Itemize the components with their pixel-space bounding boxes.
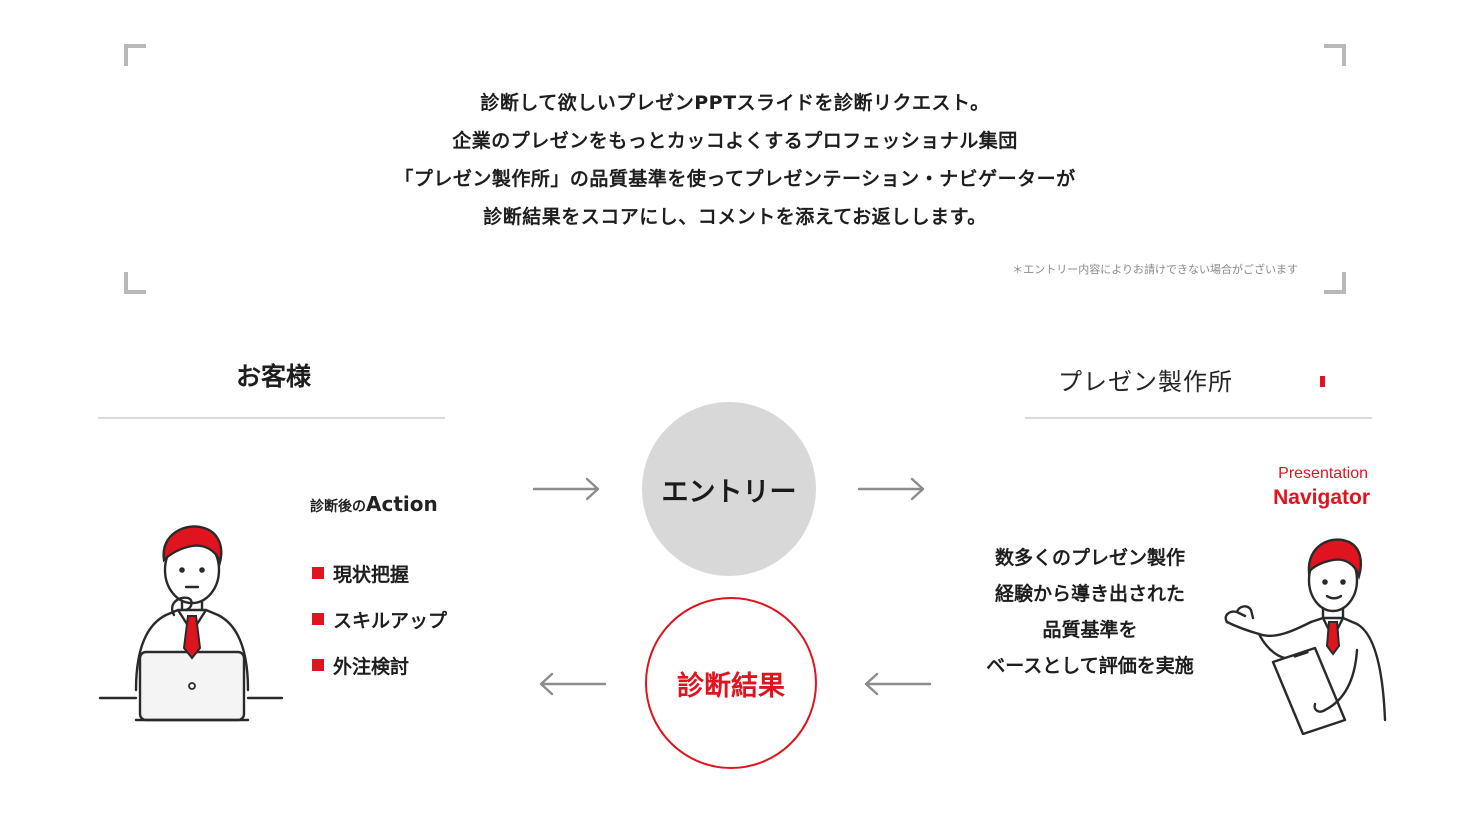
- logo-accent-mark: [1320, 376, 1325, 387]
- red-square-bullet: [312, 567, 324, 579]
- result-label: 診断結果: [677, 670, 785, 702]
- description-line: 品質基準を: [1042, 619, 1138, 641]
- red-square-bullet: [312, 613, 324, 625]
- customer-title: お客様: [236, 362, 312, 391]
- customer-with-laptop-illustration: [98, 525, 284, 722]
- list-item: 外注検討: [312, 642, 447, 688]
- description-line: 経験から導き出された: [994, 583, 1185, 605]
- intro-line: 診断して欲しいプレゼンPPTスライドを診断リクエスト。: [480, 92, 990, 114]
- arrow-right-icon: [532, 477, 600, 501]
- entry-label: エントリー: [661, 476, 797, 508]
- arrow-right-icon: [857, 477, 925, 501]
- description-line: ベースとして評価を実施: [986, 655, 1194, 677]
- intro-line: 診断結果をスコアにし、コメントを添えてお返しします。: [483, 206, 987, 228]
- description-line: 数多くのプレゼン製作: [994, 547, 1185, 569]
- intro-line: 企業のプレゼンをもっとカッコよくするプロフェッショナル集団: [452, 130, 1018, 152]
- divider-left: [98, 417, 445, 419]
- action-prefix: 診断後の: [310, 499, 366, 515]
- corner-bracket-top-left: [124, 44, 146, 66]
- corner-bracket-bottom-right: [1324, 272, 1346, 294]
- action-item-label: 外注検討: [333, 655, 410, 678]
- disclaimer-note: ＊エントリー内容によりお請けできない場合がございます: [1012, 263, 1298, 276]
- intro-line: 「プレゼン製作所」の品質基準を使ってプレゼンテーション・ナビゲーターが: [394, 168, 1076, 190]
- result-circle: 診断結果: [645, 597, 817, 769]
- navigator-presenting-illustration: [1224, 538, 1387, 735]
- list-item: スキルアップ: [312, 596, 447, 642]
- divider-right: [1025, 417, 1372, 419]
- red-square-bullet: [312, 659, 324, 671]
- intro-text: 診断して欲しいプレゼンPPTスライドを診断リクエスト。 企業のプレゼンをもっとカ…: [180, 84, 1290, 236]
- corner-bracket-top-right: [1324, 44, 1346, 66]
- arrow-left-icon: [539, 672, 607, 696]
- role-line-1: Presentation: [1278, 465, 1368, 482]
- navigator-description: 数多くのプレゼン製作 経験から導き出された 品質基準を ベースとして評価を実施: [960, 540, 1220, 684]
- entry-circle: エントリー: [642, 402, 816, 576]
- arrow-left-icon: [864, 672, 932, 696]
- action-item-label: スキルアップ: [333, 609, 448, 632]
- company-logo: プレゼン製作所: [1058, 368, 1233, 396]
- action-item-label: 現状把握: [333, 563, 410, 586]
- action-list: 現状把握 スキルアップ 外注検討: [312, 550, 447, 688]
- role-line-2: Navigator: [1273, 486, 1370, 509]
- list-item: 現状把握: [312, 550, 447, 596]
- action-title: 診断後のAction: [310, 492, 438, 516]
- action-word: Action: [366, 492, 438, 516]
- corner-bracket-bottom-left: [124, 272, 146, 294]
